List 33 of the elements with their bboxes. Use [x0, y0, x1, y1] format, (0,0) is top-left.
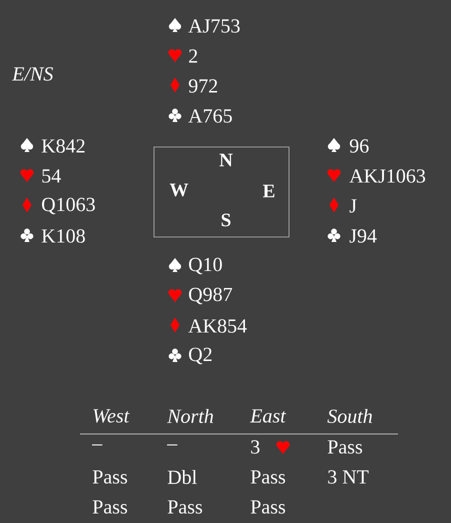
column-header: North [167, 408, 214, 424]
card-holding: 54 [42, 169, 61, 183]
card-holding: Q987 [189, 288, 232, 304]
card-holding: A765 [188, 109, 232, 123]
column-header: West [94, 409, 130, 423]
card-holding: 96 [350, 139, 369, 153]
card-holding: Q10 [189, 258, 222, 274]
column-header: South [327, 408, 372, 424]
bid: 3 NT [328, 470, 369, 484]
compass-box: N W E S [154, 146, 290, 238]
bid: Pass [168, 500, 202, 514]
card-holding: Q2 [189, 348, 212, 364]
bid: Pass [250, 470, 286, 484]
bid: Pass [328, 440, 362, 454]
card-holding: J94 [350, 229, 377, 243]
card-holding: 2 [189, 49, 198, 63]
card-holding: K108 [42, 229, 85, 243]
card-holding: AJ753 [188, 19, 240, 33]
bid: Pass [92, 500, 128, 514]
card-holding: AK854 [188, 319, 247, 333]
vulnerability-label: E/NS [12, 67, 53, 81]
card-holding: Q1063 [42, 198, 95, 214]
card-holding: AKJ1063 [349, 169, 426, 183]
bid: Pass [92, 470, 128, 484]
bid: – [92, 444, 102, 446]
bid: Dbl [168, 470, 197, 484]
card-holding: K842 [42, 139, 85, 153]
column-header: East [250, 409, 286, 423]
card-holding: 972 [188, 79, 218, 93]
bid: – [167, 444, 178, 446]
bid: Pass [250, 500, 286, 514]
bid: 3 [251, 440, 260, 454]
card-holding: J [350, 199, 357, 213]
